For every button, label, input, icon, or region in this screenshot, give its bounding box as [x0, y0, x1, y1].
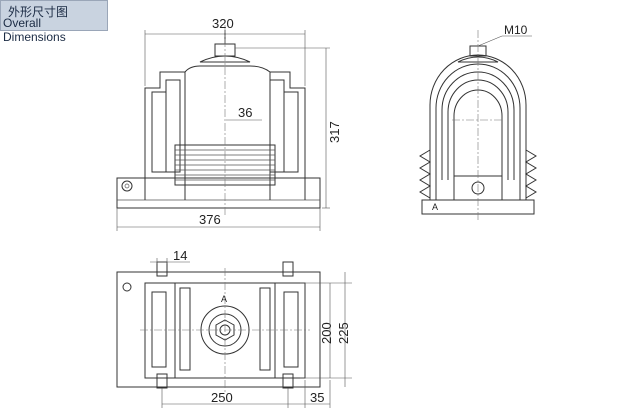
front-base-plate	[116, 177, 321, 209]
side-terminal-skirt	[457, 56, 499, 63]
top-slot-top-right	[282, 261, 294, 277]
front-column-left-outer	[151, 91, 167, 173]
dim-200-label: 200	[319, 322, 334, 344]
dim-376-label: 376	[199, 212, 221, 227]
top-slot-top-left	[156, 261, 168, 277]
top-column-left	[151, 291, 167, 368]
top-terminal-mark: A	[221, 294, 227, 304]
dim-14-label: 14	[173, 248, 187, 263]
side-terminal-mark: A	[432, 202, 438, 212]
top-slot-bottom-right	[282, 373, 294, 389]
front-bolt-hole	[121, 180, 133, 192]
front-column-left-inner	[165, 79, 181, 173]
front-bolt-inner	[124, 183, 130, 189]
top-column-right	[283, 291, 299, 368]
title-box: 外形尺寸图 Overall Dimensions	[0, 0, 108, 44]
front-column-right-inner	[269, 79, 285, 173]
top-view: A 14 200 225 250 35	[116, 248, 352, 408]
title-chinese: 外形尺寸图	[8, 5, 69, 19]
side-view: M10 A	[419, 23, 537, 220]
top-base-outline	[116, 271, 321, 388]
top-rib-left	[179, 287, 191, 371]
dim-36-label: 36	[238, 105, 252, 120]
side-fins-right	[525, 149, 537, 199]
front-view: 320 317 36 376	[116, 16, 342, 231]
top-rib-right	[259, 287, 271, 371]
m10-label: M10	[504, 23, 528, 37]
title-english: Overall Dimensions	[3, 16, 66, 44]
dim-35-label: 35	[310, 390, 324, 405]
dim-225-label: 225	[336, 322, 351, 344]
top-slot-bottom-left	[156, 373, 168, 389]
dim-250-label: 250	[211, 390, 233, 405]
top-bolt-hole	[122, 282, 132, 292]
front-column-right-outer	[283, 91, 299, 173]
dim-320-label: 320	[212, 16, 234, 31]
side-fins-left	[419, 149, 431, 199]
m10-leader	[477, 35, 503, 47]
dim-317-label: 317	[327, 121, 342, 143]
front-body-left-shoulder	[144, 71, 186, 200]
front-dome	[184, 65, 271, 140]
